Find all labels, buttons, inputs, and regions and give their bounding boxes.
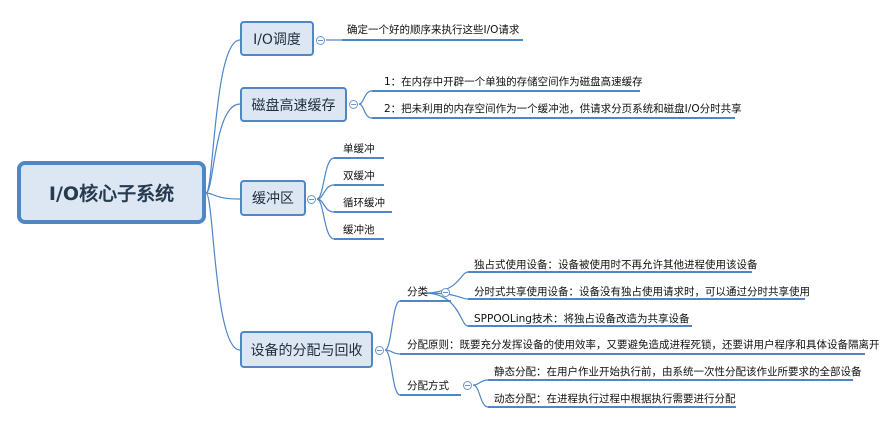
leaf-disk-cache-2[interactable]: 2：把未利用的内存空间作为一个缓冲池，供请求分页系统和磁盘I/O分时共享 [384, 103, 742, 115]
node-io-schedule[interactable]: I/O调度 [240, 21, 314, 56]
leaf-spooling[interactable]: SPPOOLing技术：将独占设备改造为共享设备 [474, 313, 690, 325]
collapse-toggle-io-schedule[interactable] [316, 36, 325, 45]
node-buffer[interactable]: 缓冲区 [240, 180, 306, 216]
leaf-buffer-pool[interactable]: 缓冲池 [343, 224, 375, 236]
leaf-io-schedule-desc[interactable]: 确定一个好的顺序来执行这些I/O请求 [347, 24, 520, 36]
collapse-toggle-classify[interactable] [441, 288, 450, 297]
root-node[interactable]: I/O核心子系统 [17, 161, 206, 224]
collapse-toggle-buffer[interactable] [307, 195, 316, 204]
node-disk-cache[interactable]: 磁盘高速缓存 [240, 87, 347, 122]
leaf-alloc-principle[interactable]: 分配原则：既要充分发挥设备的使用效率，又要避免造成进程死锁，还要讲用户程序和具体… [407, 339, 880, 351]
leaf-exclusive-device[interactable]: 独占式使用设备：设备被使用时不再允许其他进程使用该设备 [474, 259, 758, 271]
collapse-toggle-alloc-method[interactable] [463, 381, 472, 390]
leaf-disk-cache-1[interactable]: 1：在内存中开辟一个单独的存储空间作为磁盘高速缓存 [384, 76, 643, 88]
node-classify[interactable]: 分类 [407, 286, 428, 298]
leaf-shared-device[interactable]: 分时式共享使用设备：设备没有独占使用请求时，可以通过分时共享使用 [474, 286, 810, 298]
node-alloc-method[interactable]: 分配方式 [407, 380, 449, 392]
leaf-double-buffer[interactable]: 双缓冲 [343, 170, 375, 182]
leaf-single-buffer[interactable]: 单缓冲 [343, 143, 375, 155]
leaf-dynamic-alloc[interactable]: 动态分配：在进程执行过程中根据执行需要进行分配 [494, 393, 736, 405]
leaf-static-alloc[interactable]: 静态分配：在用户作业开始执行前，由系统一次性分配该作业所要求的全部设备 [494, 366, 862, 378]
collapse-toggle-disk-cache[interactable] [349, 100, 358, 109]
node-device-alloc[interactable]: 设备的分配与回收 [240, 331, 373, 368]
collapse-toggle-device-alloc[interactable] [375, 346, 384, 355]
leaf-circular-buffer[interactable]: 循环缓冲 [343, 197, 385, 209]
